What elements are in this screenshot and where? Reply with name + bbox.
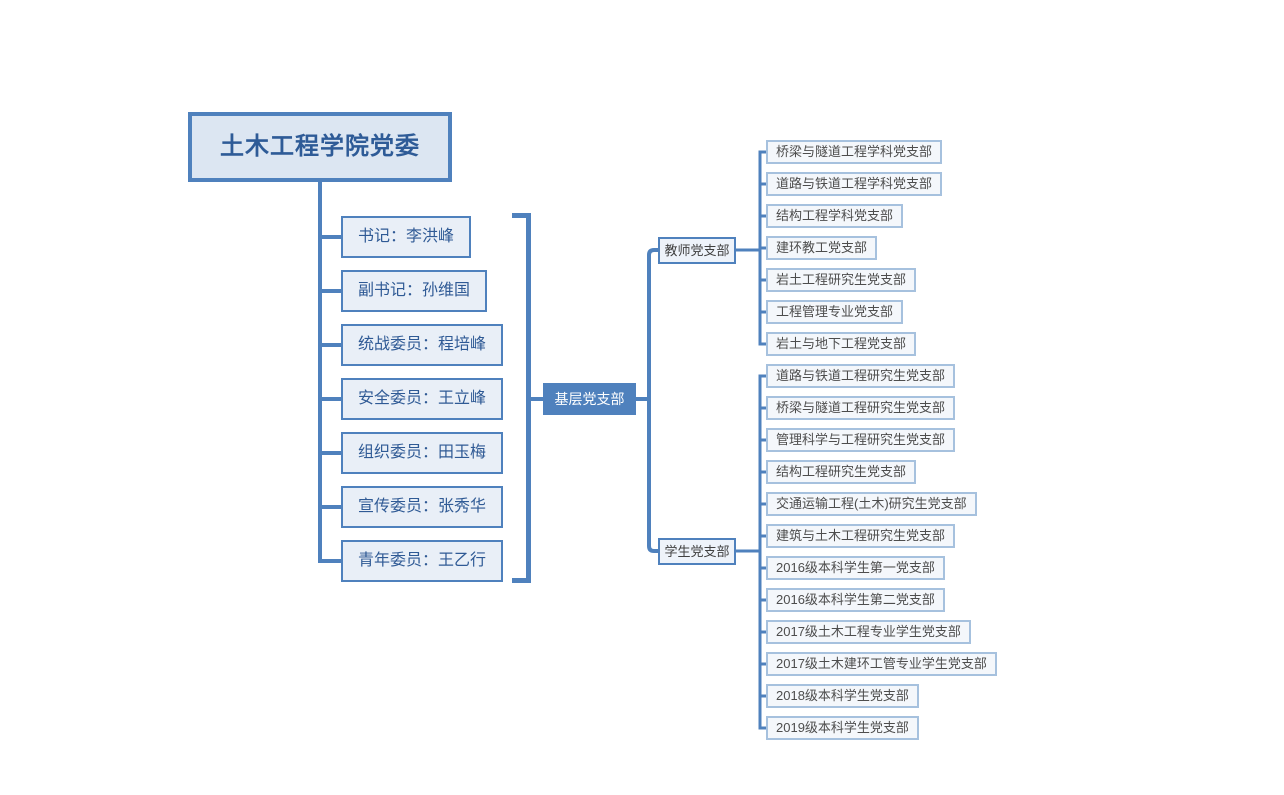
branch-item-box: 结构工程研究生党支部 (766, 460, 917, 484)
branch-item-box: 岩土与地下工程党支部 (766, 332, 917, 356)
branch-item-box: 工程管理专业党支部 (766, 300, 904, 324)
committee-member-box: 书记：李洪峰 (341, 216, 472, 258)
branch-node-teacher: 教师党支部 (658, 237, 736, 264)
branch-item-box: 建环教工党支部 (766, 236, 878, 260)
branch-item-box: 管理科学与工程研究生党支部 (766, 428, 956, 452)
connector (647, 248, 658, 553)
committee-member-box: 副书记：孙维国 (341, 270, 488, 312)
hub-box: 基层党支部 (543, 383, 636, 415)
chart-title-box: 土木工程学院党委 (188, 112, 452, 182)
branch-item-box: 道路与铁道工程学科党支部 (766, 172, 943, 196)
branch-item-box: 道路与铁道工程研究生党支部 (766, 364, 956, 388)
committee-member-box: 青年委员：王乙行 (341, 540, 504, 582)
committee-member-box: 统战委员：程培峰 (341, 324, 504, 366)
branch-item-box: 2017级土木建环工管专业学生党支部 (766, 652, 997, 676)
branch-item-box: 2016级本科学生第二党支部 (766, 588, 945, 612)
branch-item-box: 交通运输工程(土木)研究生党支部 (766, 492, 977, 516)
connector (728, 374, 766, 730)
branch-item-box: 建筑与土木工程研究生党支部 (766, 524, 956, 548)
branch-item-box: 岩土工程研究生党支部 (766, 268, 917, 292)
committee-member-box: 宣传委员：张秀华 (341, 486, 504, 528)
committee-member-box: 组织委员：田玉梅 (341, 432, 504, 474)
connector (512, 213, 531, 583)
branch-item-box: 结构工程学科党支部 (766, 204, 904, 228)
branch-item-box: 桥梁与隧道工程学科党支部 (766, 140, 943, 164)
branch-item-box: 2018级本科学生党支部 (766, 684, 919, 708)
connector (318, 182, 341, 563)
branch-item-box: 2019级本科学生党支部 (766, 716, 919, 740)
branch-item-box: 2016级本科学生第一党支部 (766, 556, 945, 580)
connector (728, 150, 766, 346)
branch-item-box: 2017级土木工程专业学生党支部 (766, 620, 971, 644)
branch-item-box: 桥梁与隧道工程研究生党支部 (766, 396, 956, 420)
branch-node-student: 学生党支部 (658, 538, 736, 565)
committee-member-box: 安全委员：王立峰 (341, 378, 504, 420)
